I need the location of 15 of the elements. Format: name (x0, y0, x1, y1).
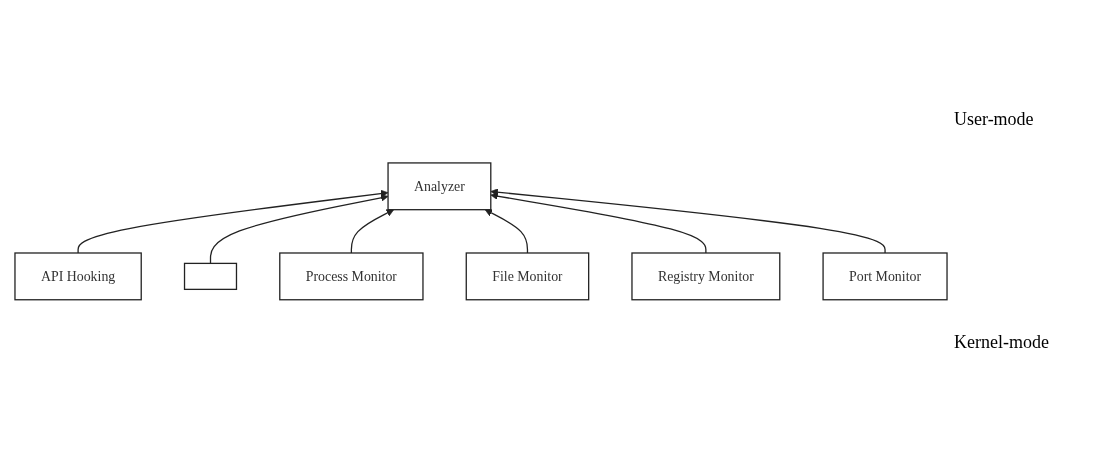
mode-label: User-mode (954, 109, 1035, 130)
arrow (350, 209, 395, 254)
node-box: File Monitor (465, 252, 590, 301)
node-box: Registry Monitor (631, 252, 781, 301)
node-box: API Hooking (14, 252, 142, 301)
node-box: Analyzer (387, 161, 492, 210)
arrow (77, 189, 389, 254)
arrow (490, 192, 707, 254)
arrow (209, 193, 389, 264)
mode-label: Kernel-mode (954, 332, 1050, 353)
arrow (490, 188, 886, 254)
node-box (183, 262, 238, 290)
arrow (484, 209, 529, 254)
node-box: Port Monitor (822, 252, 948, 301)
node-box: Process Monitor (279, 252, 424, 301)
